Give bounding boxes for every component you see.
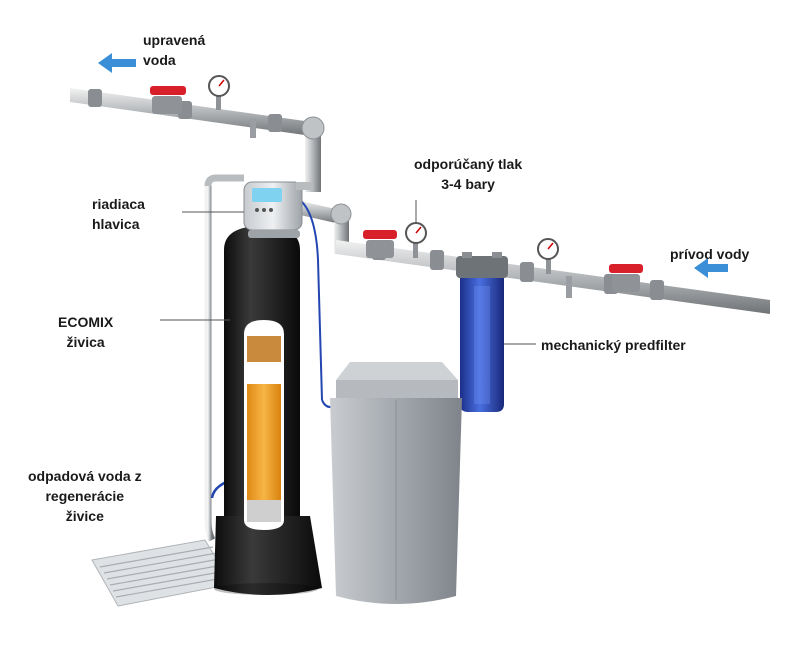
floor-drain-grate — [91, 539, 233, 607]
resin-cutaway — [244, 320, 284, 530]
brine-line — [299, 199, 323, 401]
pipe-union — [520, 262, 534, 282]
sample-tap — [250, 118, 256, 138]
pressure-gauge-outlet — [208, 75, 230, 110]
label-waste-water: odpadová voda z regenerácie živice — [28, 468, 142, 524]
treated-water-pipe — [70, 88, 325, 192]
display-screen — [252, 188, 282, 202]
resin-tank — [214, 226, 322, 595]
softener-inlet-valve — [363, 230, 397, 258]
mechanical-prefilter — [456, 252, 508, 412]
pipe-union — [650, 280, 664, 300]
sample-tap — [566, 276, 572, 298]
label-water-inlet: prívod vody — [670, 246, 750, 262]
label-control-head: riadiaca hlavica — [92, 196, 145, 232]
pressure-gauge-inlet — [537, 238, 559, 274]
pipe-union — [88, 89, 102, 107]
pipe-union — [430, 250, 444, 270]
brine-tank — [330, 362, 462, 604]
pipe-union — [268, 114, 282, 132]
waste-water-pipe-top — [204, 174, 244, 187]
control-head — [243, 181, 303, 238]
label-treated-water: upravená voda — [143, 32, 206, 68]
label-resin: ECOMIX živica — [58, 314, 114, 350]
treated-water-arrow-icon — [98, 53, 136, 73]
leader-lines — [160, 200, 536, 345]
label-recommended-pressure: odporúčaný tlak 3-4 bary — [414, 156, 523, 192]
inlet-water-arrow-icon — [694, 258, 728, 278]
main-inlet-valve — [609, 264, 643, 292]
label-prefilter: mechanický predfilter — [541, 337, 686, 353]
waste-water-pipe — [204, 186, 216, 542]
treated-water-valve — [150, 86, 186, 114]
